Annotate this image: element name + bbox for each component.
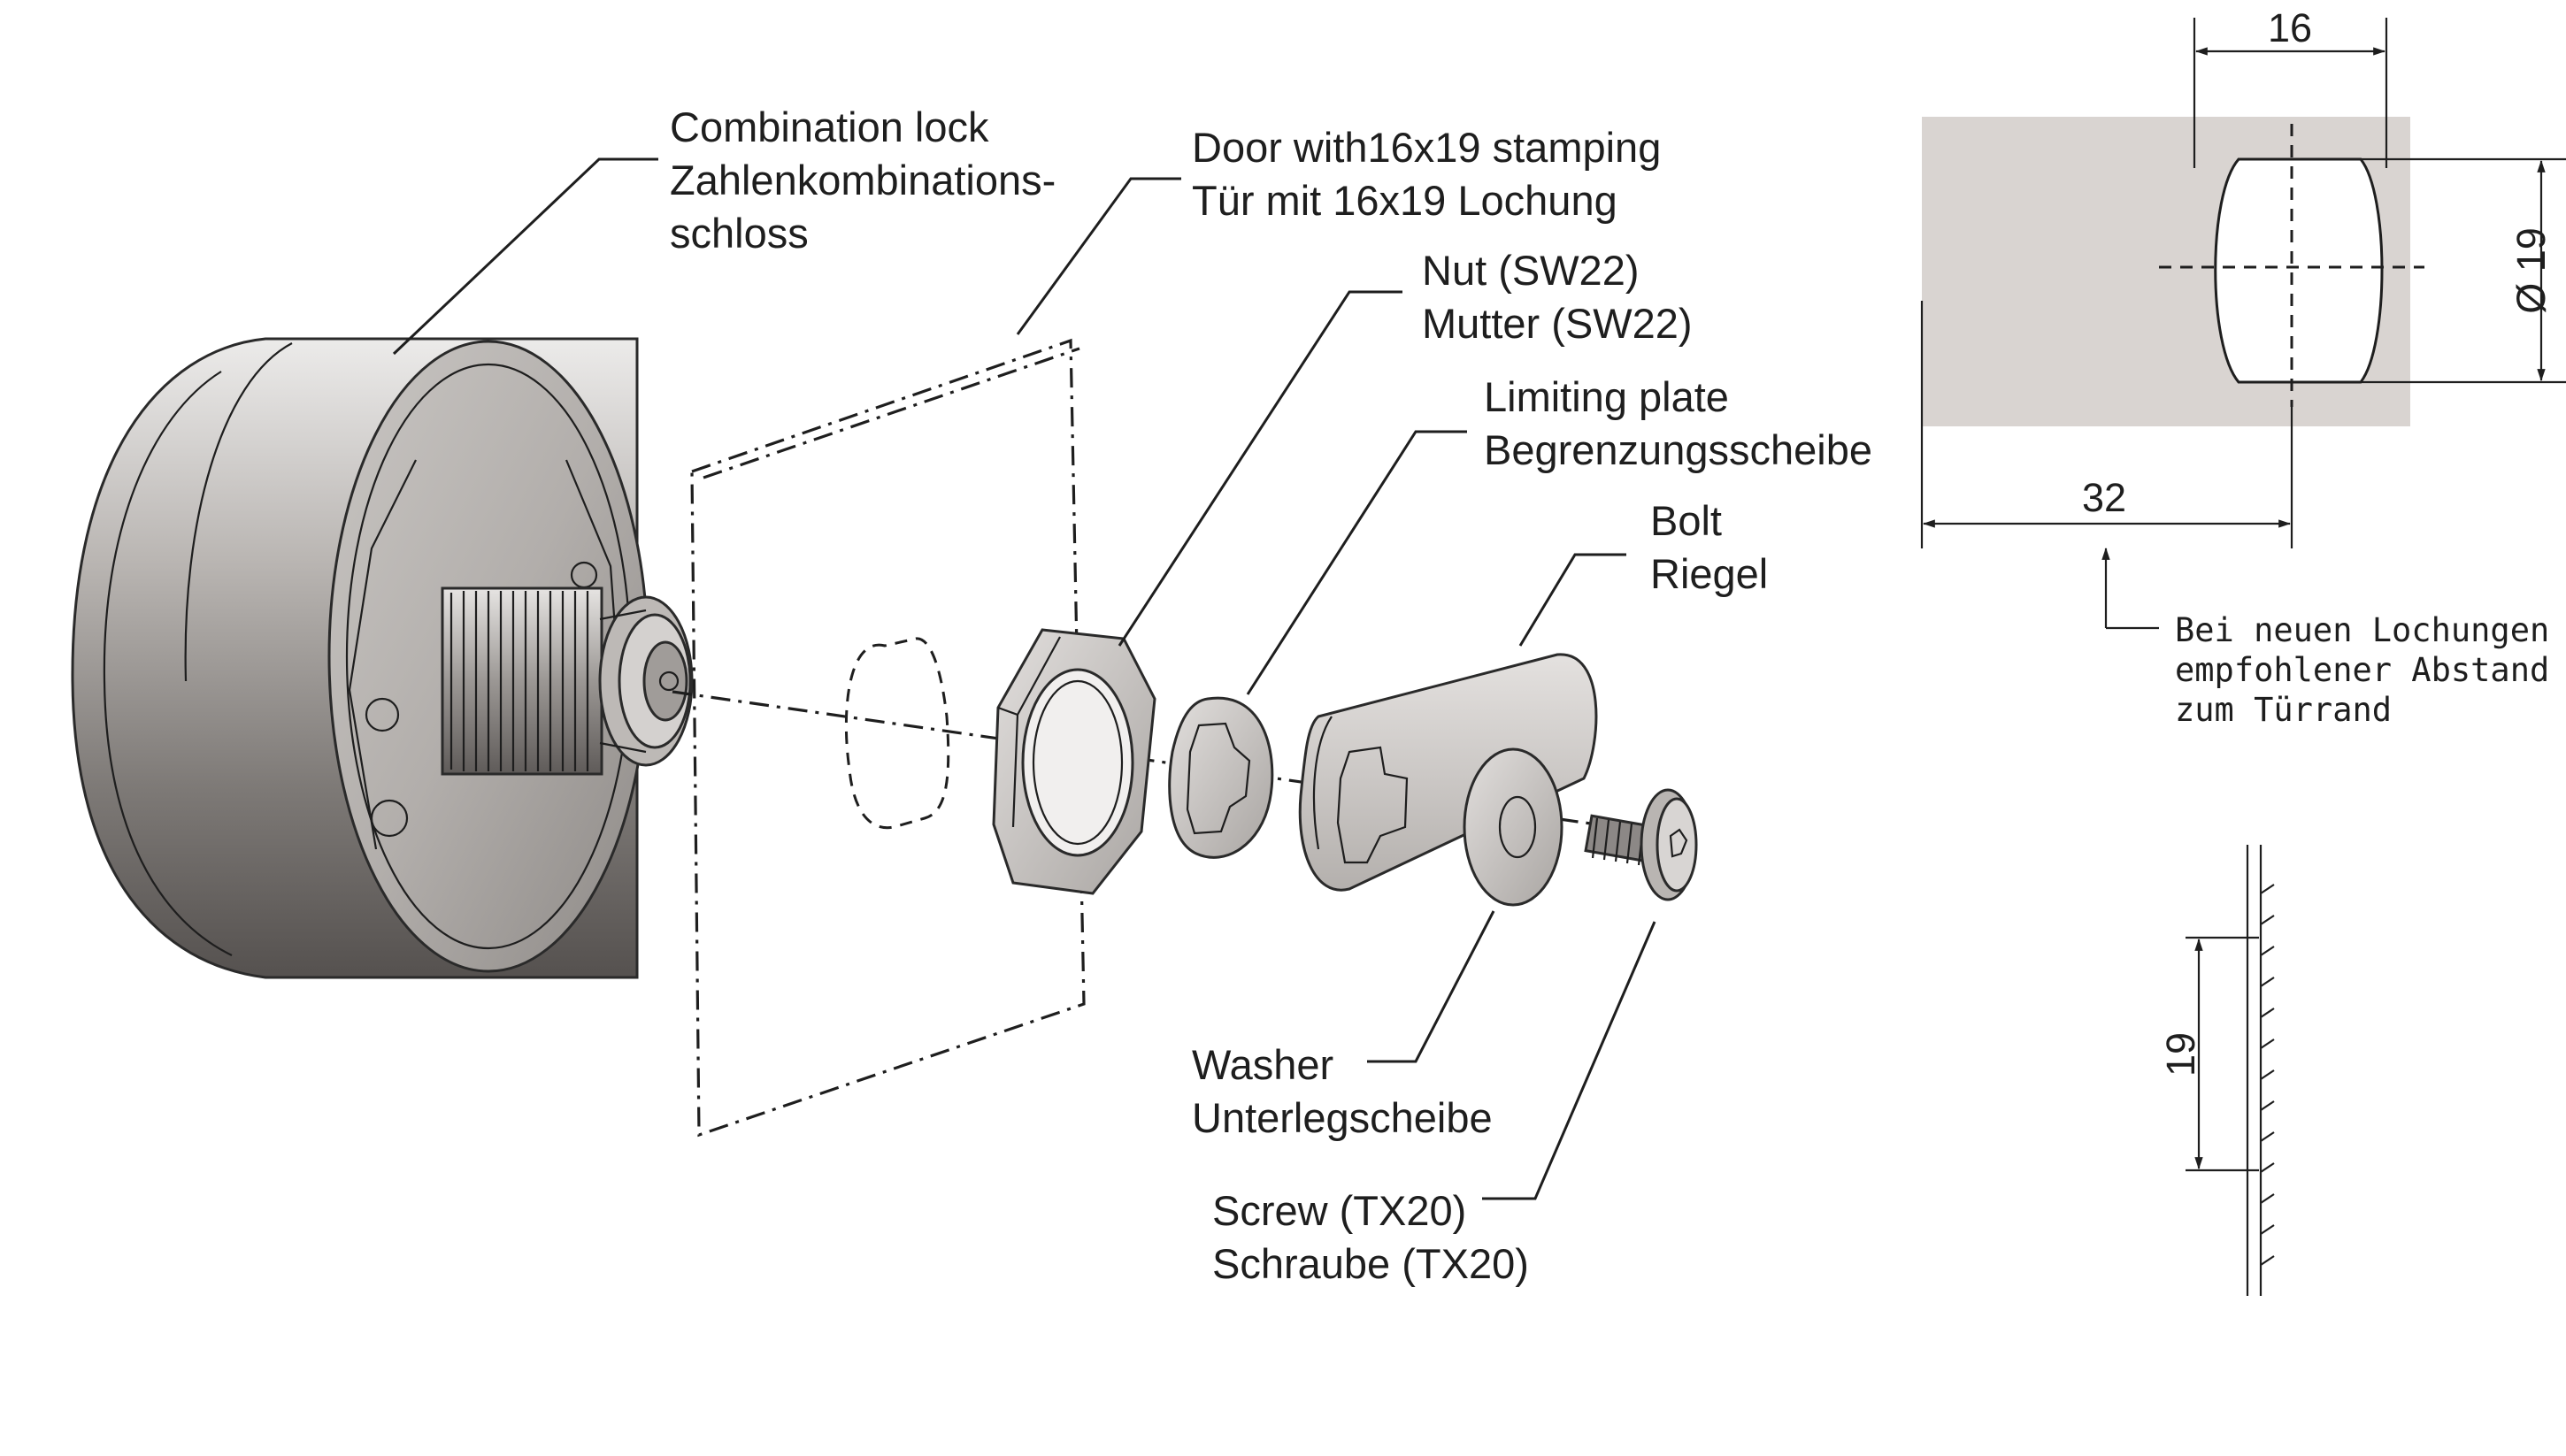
- note-line: Bei neuen Lochungen: [2175, 611, 2549, 649]
- note-line: empfohlener Abstand: [2175, 651, 2549, 689]
- label-line: Limiting plate: [1484, 373, 1729, 420]
- label-line: Riegel: [1650, 550, 1768, 597]
- label-line: Washer: [1192, 1041, 1333, 1088]
- label-line: Mutter (SW22): [1422, 300, 1693, 347]
- label-washer: Washer Unterlegscheibe: [1192, 1041, 1493, 1141]
- limiting-plate: [1168, 696, 1274, 859]
- label-screw: Screw (TX20) Schraube (TX20): [1212, 1187, 1529, 1287]
- label-door: Door with16x19 stamping Tür mit 16x19 Lo…: [1192, 124, 1661, 224]
- label-line: Begrenzungsscheibe: [1484, 426, 1872, 473]
- label-line: Door with16x19 stamping: [1192, 124, 1661, 171]
- label-line: Nut (SW22): [1422, 247, 1640, 294]
- side-section-view: 19: [2158, 845, 2275, 1296]
- label-line: Tür mit 16x19 Lochung: [1192, 177, 1617, 224]
- dim-side-19: 19: [2158, 1032, 2203, 1077]
- dim-width-16: 16: [2268, 5, 2312, 50]
- label-combination-lock: Combination lock Zahlenkombinations- sch…: [670, 103, 1056, 257]
- bolt: [1298, 653, 1598, 892]
- label-line: Unterlegscheibe: [1192, 1094, 1493, 1141]
- label-limiting-plate: Limiting plate Begrenzungsscheibe: [1484, 373, 1872, 473]
- dim-distance-32: 32: [2082, 475, 2126, 520]
- note-line: zum Türrand: [2175, 691, 2392, 729]
- label-line: Zahlenkombinations-: [670, 157, 1056, 203]
- label-line: Bolt: [1650, 497, 1722, 544]
- dim-diameter-19: Ø 19: [2508, 227, 2554, 314]
- label-nut: Nut (SW22) Mutter (SW22): [1422, 247, 1693, 347]
- oval-cutout: [2214, 157, 2384, 384]
- label-line: Schraube (TX20): [1212, 1240, 1529, 1287]
- label-line: schloss: [670, 210, 809, 257]
- label-line: Combination lock: [670, 103, 989, 150]
- hex-nut: [992, 628, 1156, 895]
- door-plate: [690, 338, 1086, 1138]
- leader-lines: [392, 157, 1656, 1200]
- label-line: Screw (TX20): [1212, 1187, 1466, 1234]
- cutout-dimension-drawing: 16 Ø 19 32 Bei neuen Lochungen empfohlen…: [1920, 5, 2566, 729]
- washer: [1463, 747, 1563, 907]
- screw: [1584, 788, 1698, 901]
- combination-lock-body: [71, 337, 694, 979]
- label-bolt: Bolt Riegel: [1650, 497, 1768, 597]
